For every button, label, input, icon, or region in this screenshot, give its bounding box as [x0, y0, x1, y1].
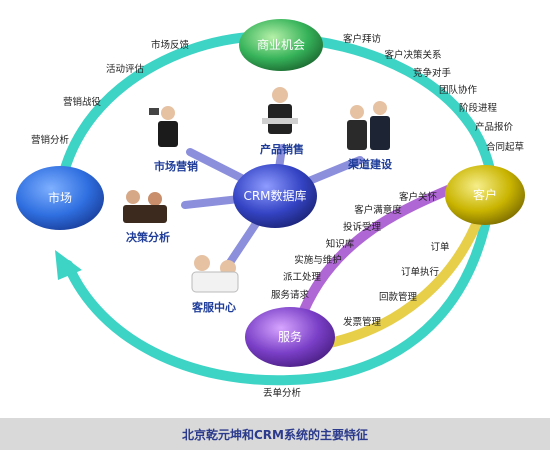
ring-arrowhead	[55, 250, 82, 280]
arc-label: 丢单分析	[263, 387, 302, 399]
market-node-label: 市场	[48, 190, 72, 205]
opportunity-node[interactable]: 商业机会	[239, 19, 323, 71]
arc-label: 阶段进程	[459, 102, 498, 114]
crm-database-node-label: CRM数据库	[243, 188, 306, 203]
arc-label: 客户拜访	[343, 33, 382, 45]
arc-label: 客户满意度	[354, 204, 402, 216]
decision-person-icon	[123, 190, 167, 223]
arc-label: 合同起草	[486, 141, 524, 153]
role-channel: 渠道建设	[348, 157, 393, 171]
opportunity-node-label: 商业机会	[257, 37, 305, 52]
footer-caption: 北京乾元坤和CRM系统的主要特征	[182, 427, 368, 442]
arc-label: 活动评估	[106, 63, 145, 75]
role-marketing: 市场营销	[154, 159, 198, 173]
arc-label: 客户决策关系	[384, 49, 441, 61]
arc-label: 订单	[430, 241, 450, 253]
arc-label: 团队协作	[439, 84, 478, 96]
service-node[interactable]: 服务	[245, 307, 335, 367]
arc-label: 订单执行	[401, 266, 440, 278]
customer-node[interactable]: 客户	[445, 165, 525, 225]
arc-label: 营销分析	[31, 134, 70, 146]
purple-band	[295, 180, 465, 325]
arc-label: 客户关怀	[399, 191, 438, 203]
arc-label: 服务请求	[271, 289, 310, 301]
arc-label: 竞争对手	[413, 67, 452, 79]
outer-ring-bottom	[63, 195, 495, 386]
marketing-person-icon	[149, 106, 178, 147]
arc-label: 产品报价	[475, 121, 514, 133]
market-node[interactable]: 市场	[16, 166, 104, 230]
arc-label: 知识库	[326, 238, 355, 250]
arc-label: 派工处理	[283, 271, 322, 283]
service-center-person-icon	[191, 255, 239, 293]
channel-person-icon	[347, 101, 390, 150]
role-service-center: 客服中心	[191, 300, 236, 314]
footer-caption-bar: 北京乾元坤和CRM系统的主要特征	[0, 418, 550, 450]
arc-label: 发票管理	[343, 316, 382, 328]
crm-diagram: 市场 商业机会 客户 服务 CRM数据库 市场营销 产品销售 渠道建设 决策分析…	[16, 19, 525, 399]
role-product-sales: 产品销售	[260, 142, 304, 156]
arc-label: 实施与维护	[294, 254, 342, 266]
arc-label: 投诉受理	[343, 221, 382, 233]
product-sales-person-icon	[262, 87, 298, 134]
arc-label: 营销战役	[63, 96, 102, 108]
yellow-band	[315, 210, 485, 350]
customer-node-label: 客户	[473, 187, 497, 202]
arc-label: 市场反馈	[151, 39, 190, 51]
arc-label: 回款管理	[379, 291, 418, 303]
service-node-label: 服务	[278, 329, 302, 344]
role-decision: 决策分析	[126, 230, 170, 244]
crm-database-node[interactable]: CRM数据库	[233, 164, 317, 228]
